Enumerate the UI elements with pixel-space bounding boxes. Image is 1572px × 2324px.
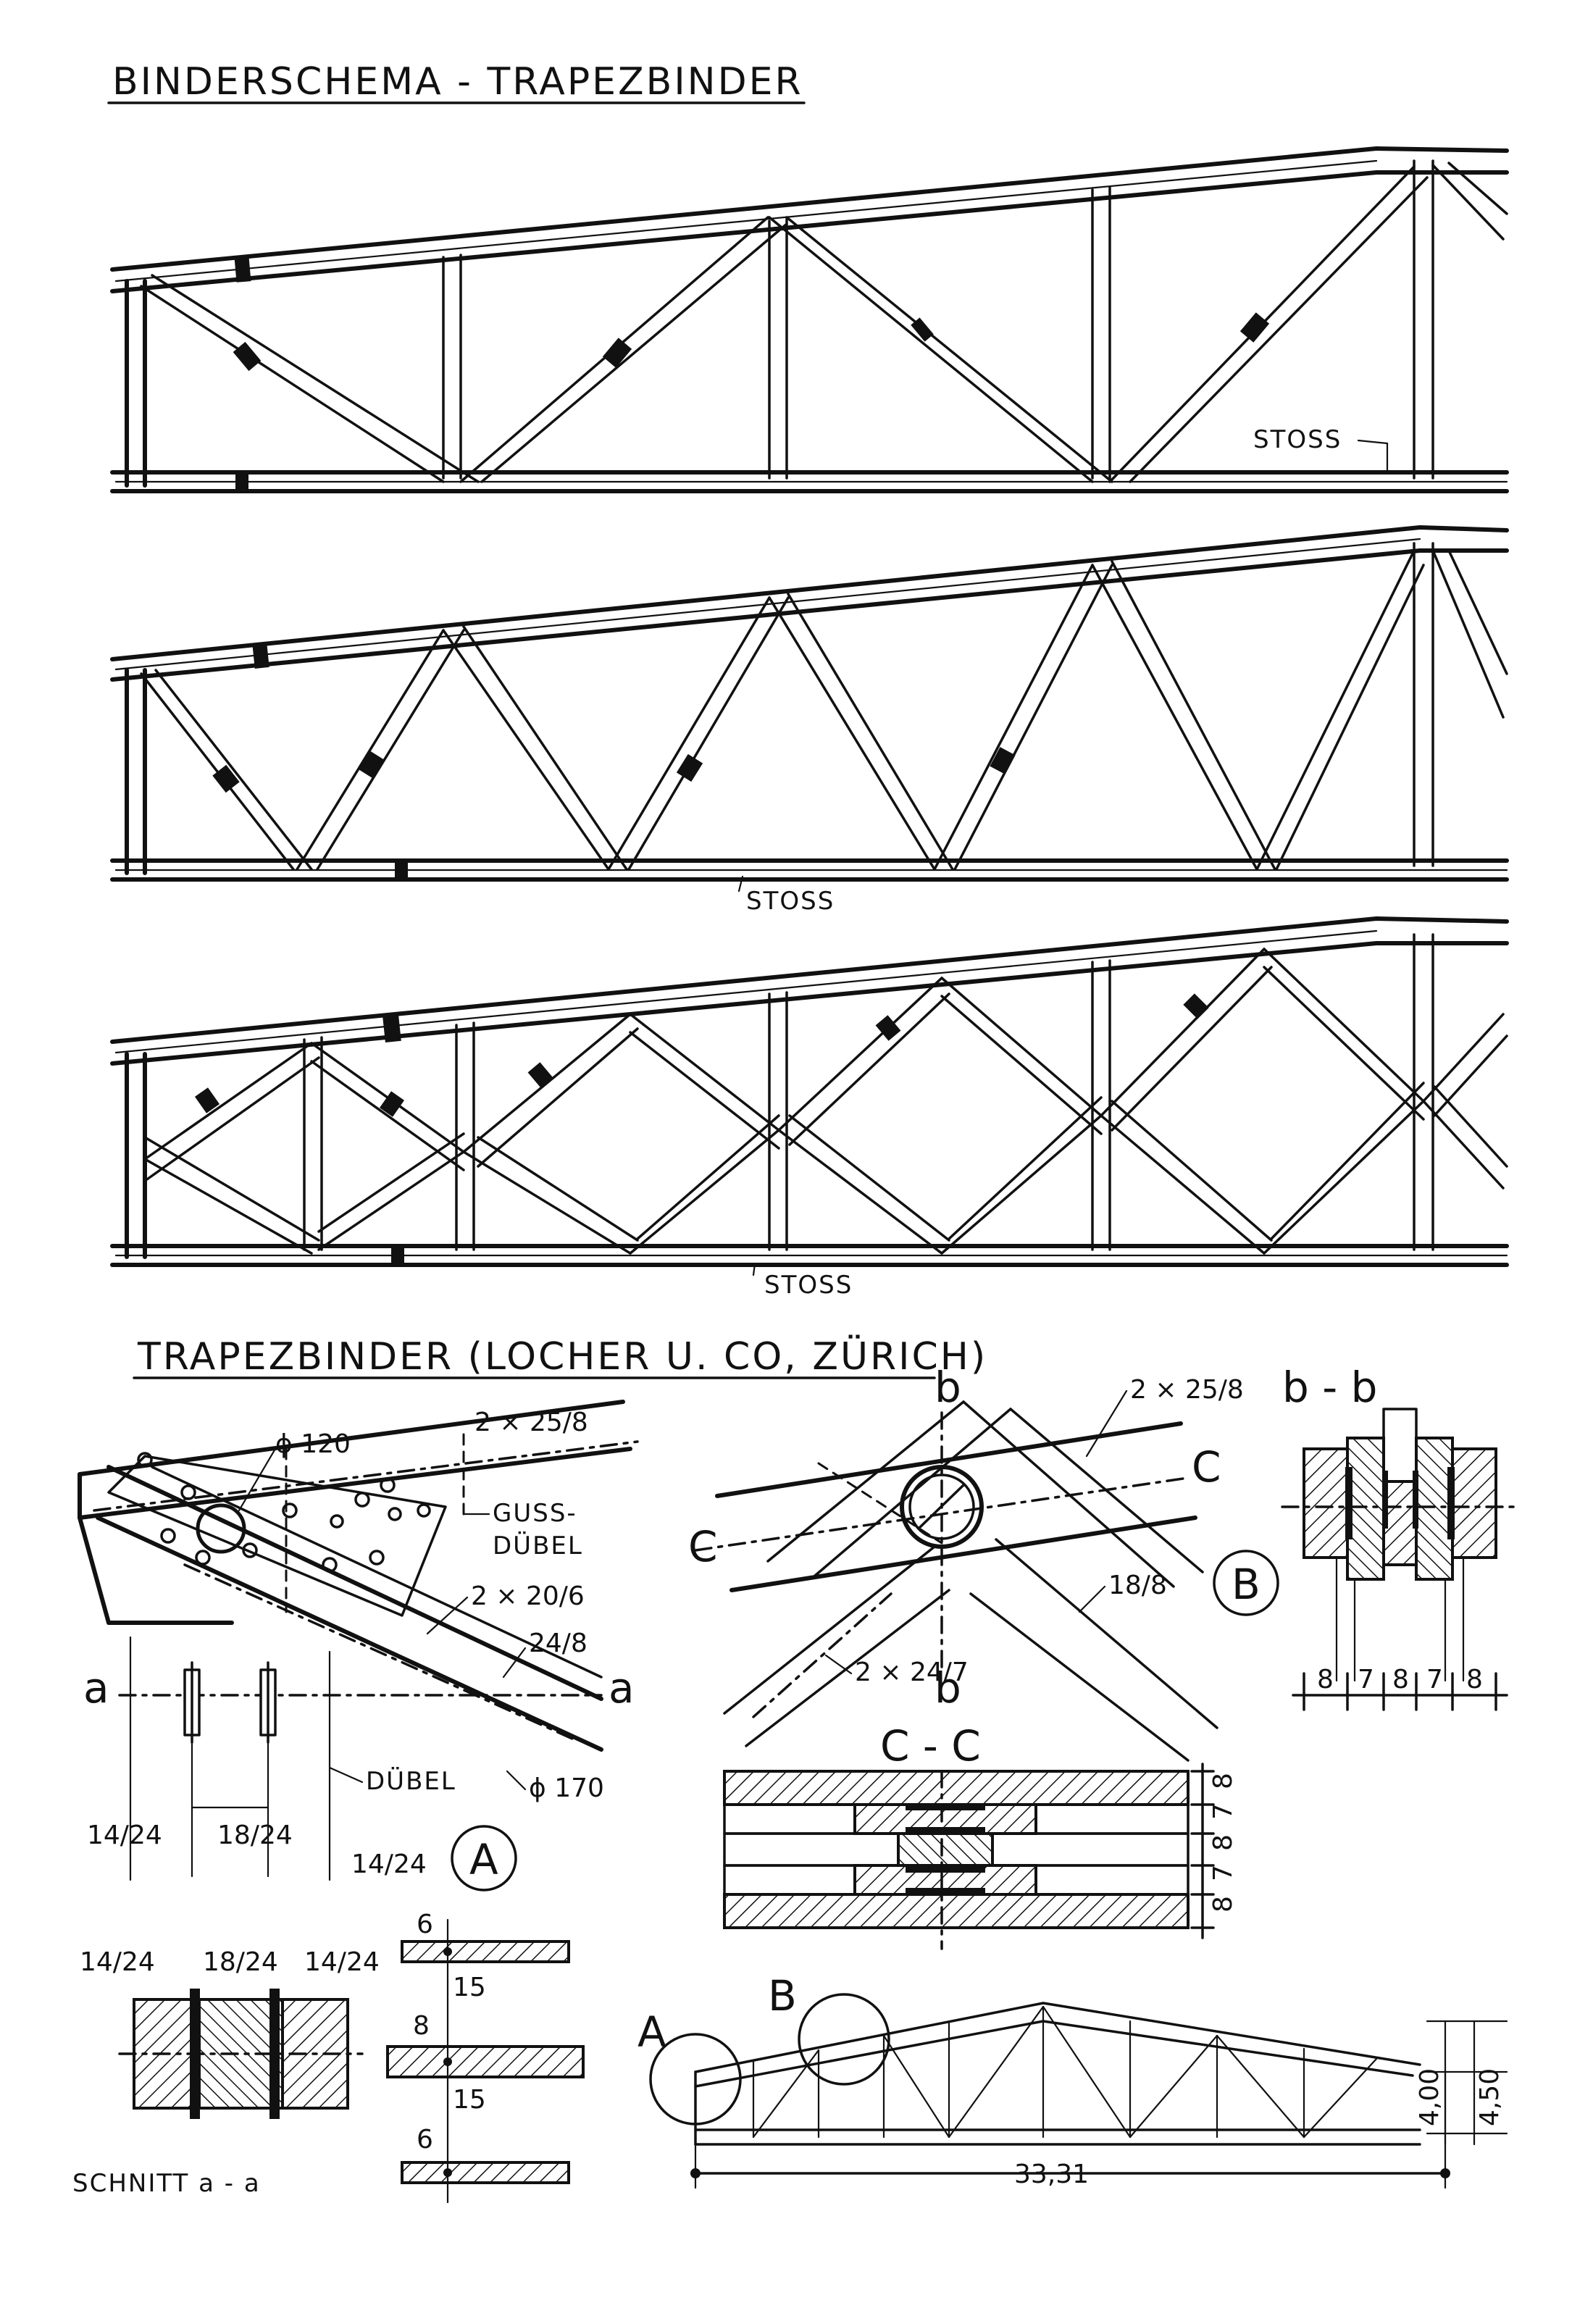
label-post-left: 14/24 [87,1821,162,1850]
label-diag-single-a: 24/8 [529,1629,588,1658]
detail-b-letter: B [1232,1560,1260,1609]
bb-dim-3: 8 [1392,1665,1409,1694]
cc-dim-2: 7 [1208,1803,1238,1820]
plate-dim-1: 6 [417,1910,433,1939]
label-top-chord-a: 2 × 25/8 [474,1408,588,1437]
plate-dim-2: 15 [453,1973,486,2002]
label-dubel: DÜBEL [366,1766,456,1796]
plate-dim-4: 15 [453,2085,486,2115]
overview-h2: 4,50 [1475,2068,1505,2126]
dim-d170: ϕ 170 [529,1773,604,1803]
cc-dim-1: 8 [1208,1773,1238,1789]
overview-truss: A B 33,31 [637,1971,1508,2189]
detail-b: b b C C 2 × 25/8 18/8 2 × 24/7 B [688,1363,1279,1762]
cc-dim-4: 7 [1208,1865,1238,1881]
label-diag-right-b: 18/8 [1108,1571,1167,1600]
label-diag-double-a: 2 × 20/6 [471,1581,585,1611]
label-post-mid: 18/24 [217,1821,293,1850]
dim-d120: ϕ 120 [275,1429,351,1459]
detail-a: ϕ 120 2 × 25/8 GUSS- DÜBEL 2 × 20/6 24/8… [78,1400,639,1892]
axis-b-bottom: b [935,1663,961,1713]
sheet-title: BINDERSCHEMA - TRAPEZBINDER [112,60,803,104]
plate-dim-5: 6 [417,2125,433,2154]
section-aa-title: SCHNITT a - a [72,2169,261,2198]
axis-c-right: C [1192,1442,1221,1492]
truss-scheme-3: STOSS [110,916,1509,1300]
label-guss-2: DÜBEL [493,1531,583,1560]
aa-label-1: 14/24 [80,1947,155,1977]
aa-label-3: 14/24 [304,1947,380,1977]
bb-dim-1: 8 [1317,1665,1334,1694]
overview-label-b: B [768,1971,797,2020]
bb-dim-5: 8 [1466,1665,1483,1694]
plate-dim-3: 8 [413,2011,430,2041]
axis-b-top: b [935,1363,961,1412]
cc-dim-3: 8 [1208,1834,1238,1851]
overview-span: 33,31 [1014,2160,1089,2189]
cc-dim-5: 8 [1208,1896,1238,1913]
truss-scheme-2: STOSS [110,525,1509,916]
axis-c-left: C [688,1522,718,1571]
label-diag-left-b: 2 × 24/7 [855,1658,969,1687]
section-a-left: a [83,1663,109,1713]
bb-dim-4: 7 [1426,1665,1443,1694]
truss-scheme-1: STOSS [110,146,1509,493]
section-cc-title: C - C [880,1721,981,1771]
plate-sections: 6 15 8 15 6 [386,1910,585,2204]
overview-h1: 4,00 [1415,2068,1445,2126]
section-cc: C - C 8 7 8 7 8 [723,1721,1238,1950]
label-top-chord-b: 2 × 25/8 [1130,1375,1244,1405]
section-bb-title: b - b [1282,1363,1377,1412]
stoss-label-2: STOSS [746,887,835,916]
section-a-right: a [609,1663,635,1713]
label-post-right: 14/24 [351,1849,427,1879]
bb-dim-2: 7 [1358,1665,1374,1694]
detail-subtitle: TRAPEZBINDER (LOCHER U. CO, ZÜRICH) [137,1334,987,1379]
detail-a-letter: A [469,1835,498,1884]
section-bb: b - b 8 7 8 7 8 [1281,1363,1515,1711]
aa-label-2: 18/24 [203,1947,278,1977]
section-aa: 14/24 18/24 14/24 SCHNITT a - a [72,1947,380,2198]
stoss-label-3: STOSS [764,1271,853,1300]
stoss-label-1: STOSS [1253,425,1342,454]
label-guss-1: GUSS- [493,1499,577,1528]
